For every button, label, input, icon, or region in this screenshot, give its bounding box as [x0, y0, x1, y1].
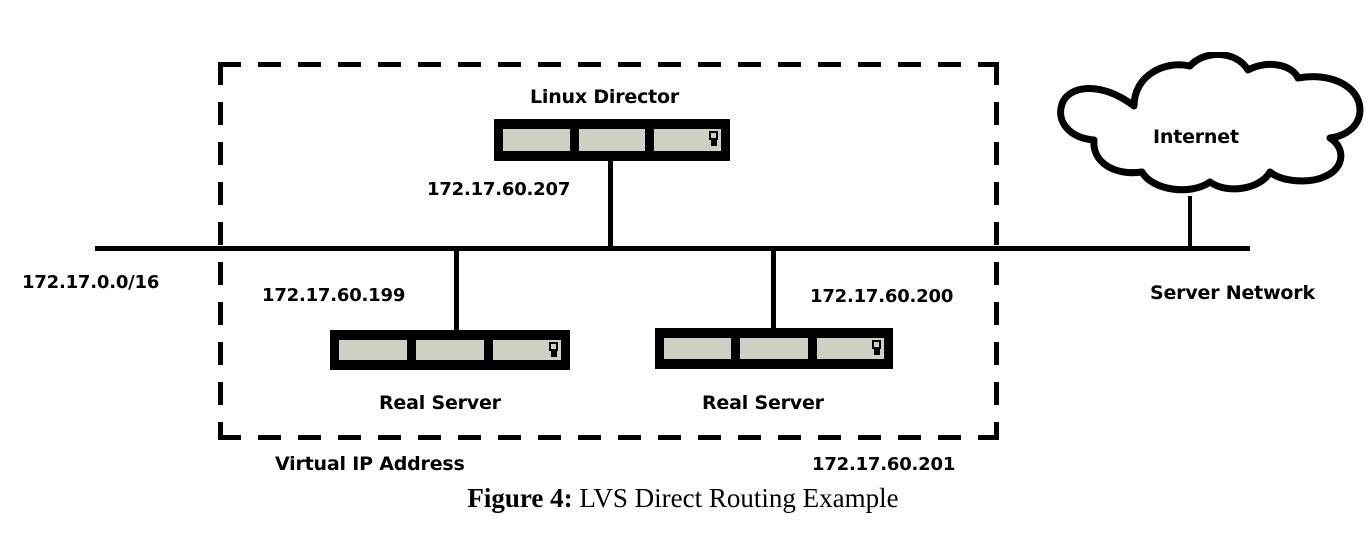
vip-boundary-top [218, 62, 999, 67]
internet-label: Internet [1153, 126, 1239, 148]
real-server-right-icon[interactable] [655, 328, 893, 369]
network-bus [95, 246, 1250, 251]
server-bay [337, 338, 409, 362]
real-server-left-ip: 172.17.60.199 [262, 285, 406, 306]
server-latch-icon [549, 342, 558, 357]
virtual-ip-address-value: 172.17.60.201 [812, 454, 956, 475]
linux-director-icon[interactable] [494, 119, 730, 161]
server-bay [662, 336, 734, 361]
figure-caption-label: Figure 4: [467, 483, 573, 513]
server-bay [576, 127, 648, 153]
server-bay [652, 127, 724, 153]
internet-cloud-icon[interactable] [1030, 52, 1366, 200]
figure-caption-text: LVS Direct Routing Example [572, 483, 899, 513]
server-latch-icon [709, 131, 719, 146]
server-bay [414, 338, 486, 362]
server-bay [814, 336, 886, 361]
cloud-outline [1057, 52, 1364, 194]
director-link [608, 160, 613, 248]
server-latch-icon [871, 340, 881, 355]
real-server-right-label: Real Server [702, 392, 824, 414]
virtual-ip-address-label: Virtual IP Address [275, 453, 465, 475]
real-server-left-link [454, 249, 459, 331]
real-server-left-icon[interactable] [330, 330, 570, 370]
real-server-left-label: Real Server [379, 392, 501, 414]
internet-link [1188, 196, 1192, 249]
vip-boundary-bottom [218, 435, 999, 440]
vip-boundary-left [218, 62, 223, 440]
real-server-right-link [771, 249, 776, 331]
subnet-label: 172.17.0.0/16 [22, 272, 160, 293]
vip-boundary-right [994, 62, 999, 440]
linux-director-ip: 172.17.60.207 [427, 179, 571, 200]
linux-director-label: Linux Director [530, 86, 680, 108]
server-network-label: Server Network [1150, 282, 1315, 304]
server-bay [501, 127, 572, 153]
server-bay [491, 338, 563, 362]
figure-caption: Figure 4: LVS Direct Routing Example [0, 483, 1366, 514]
real-server-right-ip: 172.17.60.200 [810, 286, 954, 307]
server-bay [738, 336, 810, 361]
